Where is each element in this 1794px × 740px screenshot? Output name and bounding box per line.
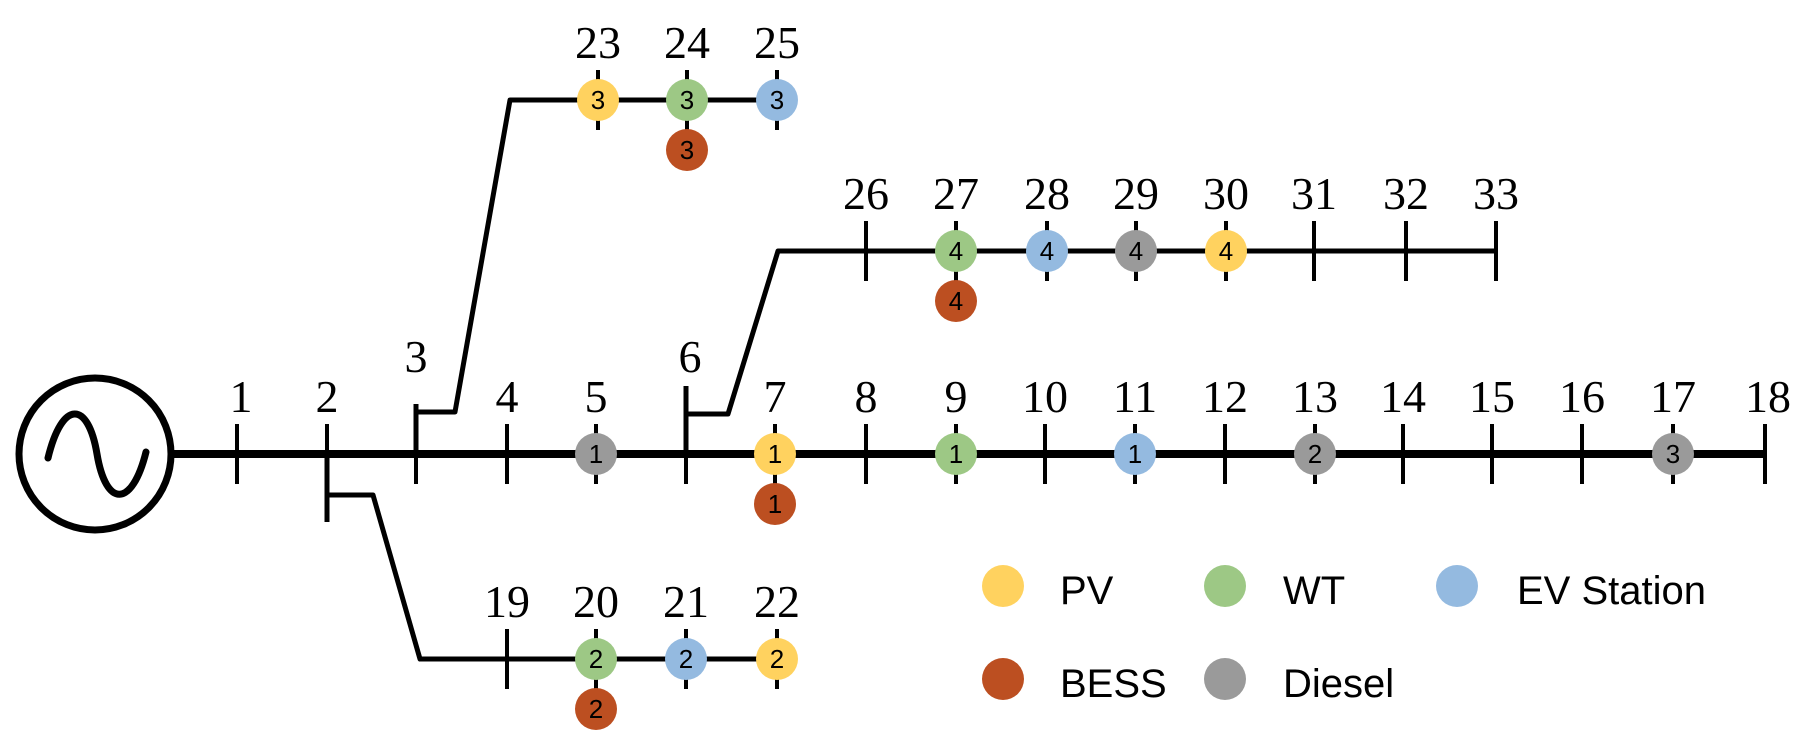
device-group-number: 2 [770,644,784,674]
device-group-number: 2 [589,644,603,674]
legend-item-bess: BESS [982,658,1167,706]
device-group-number: 3 [770,85,784,115]
bus-label-14: 14 [1380,371,1426,422]
bus-label-31: 31 [1291,168,1337,219]
bus-label-22: 22 [754,576,800,627]
bus-label-12: 12 [1202,371,1248,422]
bus-label-23: 23 [575,17,621,68]
device-group-number: 2 [679,644,693,674]
bus-label-25: 25 [754,17,800,68]
device-marker-diesel-bus-5: 1 [575,433,617,475]
device-group-number: 3 [680,135,694,165]
device-marker-diesel-bus-13: 2 [1294,433,1336,475]
bus-label-28: 28 [1024,168,1070,219]
legend-swatch-pv [982,565,1024,607]
legend-label-diesel: Diesel [1283,662,1394,706]
legend-swatch-diesel [1204,658,1246,700]
device-group-number: 4 [949,236,963,266]
legend-label-wt: WT [1283,569,1345,613]
bus-label-19: 19 [484,576,530,627]
device-group-number: 3 [591,85,605,115]
ac-source-icon [15,374,175,534]
bus-label-9: 9 [945,371,968,422]
device-group-number: 4 [1129,236,1143,266]
device-group-number: 4 [1219,236,1233,266]
legend-label-bess: BESS [1060,662,1167,706]
device-marker-ev-bus-28: 4 [1026,230,1068,272]
device-marker-bess-bus-24: 3 [666,129,708,171]
legend-item-ev: EV Station [1436,565,1706,613]
device-group-number: 1 [589,439,603,469]
lateral-line-3-23 [416,97,777,415]
device-marker-bess-bus-7: 1 [754,483,796,525]
device-group-number: 2 [1308,439,1322,469]
legend-swatch-bess [982,658,1024,700]
bus-label-32: 32 [1383,168,1429,219]
legend-label-ev: EV Station [1517,569,1706,613]
legend-item-wt: WT [1204,565,1345,613]
device-marker-wt-bus-27: 4 [935,230,977,272]
device-group-number: 1 [768,489,782,519]
device-marker-pv-bus-23: 3 [577,79,619,121]
device-marker-ev-bus-21: 2 [665,638,707,680]
device-group-number: 3 [680,85,694,115]
bus-label-27: 27 [933,168,979,219]
device-group-number: 4 [949,286,963,316]
bus-label-18: 18 [1745,371,1791,422]
bus-label-1: 1 [230,371,253,422]
lateral-line-2-19 [327,492,777,662]
legend-label-pv: PV [1060,569,1114,613]
bus-label-30: 30 [1203,168,1249,219]
bus-label-3: 3 [405,331,428,382]
bus-label-20: 20 [573,576,619,627]
bus-label-24: 24 [664,17,710,68]
device-group-number: 1 [949,439,963,469]
device-marker-wt-bus-9: 1 [935,433,977,475]
device-marker-bess-bus-20: 2 [575,688,617,730]
bus-label-29: 29 [1113,168,1159,219]
lateral-line-6-26 [686,248,1496,417]
bus-label-4: 4 [496,371,519,422]
device-group-number: 1 [768,439,782,469]
bus-label-16: 16 [1559,371,1605,422]
bus-label-33: 33 [1473,168,1519,219]
bus-label-21: 21 [663,576,709,627]
device-marker-diesel-bus-29: 4 [1115,230,1157,272]
bus-label-5: 5 [585,371,608,422]
device-marker-ev-bus-25: 3 [756,79,798,121]
device-marker-pv-bus-7: 1 [754,433,796,475]
bus-label-15: 15 [1469,371,1515,422]
bus-label-17: 17 [1650,371,1696,422]
bus-label-6: 6 [679,331,702,382]
device-marker-wt-bus-20: 2 [575,638,617,680]
device-marker-pv-bus-30: 4 [1205,230,1247,272]
bus-label-11: 11 [1113,371,1157,422]
bus-label-2: 2 [316,371,339,422]
device-marker-ev-bus-11: 1 [1114,433,1156,475]
device-group-number: 3 [1666,439,1680,469]
legend-item-pv: PV [982,565,1114,613]
device-group-number: 2 [589,694,603,724]
legend-swatch-ev [1436,565,1478,607]
device-group-number: 1 [1128,439,1142,469]
bus-label-7: 7 [764,371,787,422]
bus-label-26: 26 [843,168,889,219]
device-marker-diesel-bus-17: 3 [1652,433,1694,475]
bus-label-13: 13 [1292,371,1338,422]
legend-swatch-wt [1204,565,1246,607]
device-group-number: 4 [1040,236,1054,266]
device-marker-wt-bus-24: 3 [666,79,708,121]
bus-label-10: 10 [1022,371,1068,422]
device-marker-pv-bus-22: 2 [756,638,798,680]
legend-item-diesel: Diesel [1204,658,1394,706]
bus-label-8: 8 [855,371,878,422]
device-marker-bess-bus-27: 4 [935,280,977,322]
